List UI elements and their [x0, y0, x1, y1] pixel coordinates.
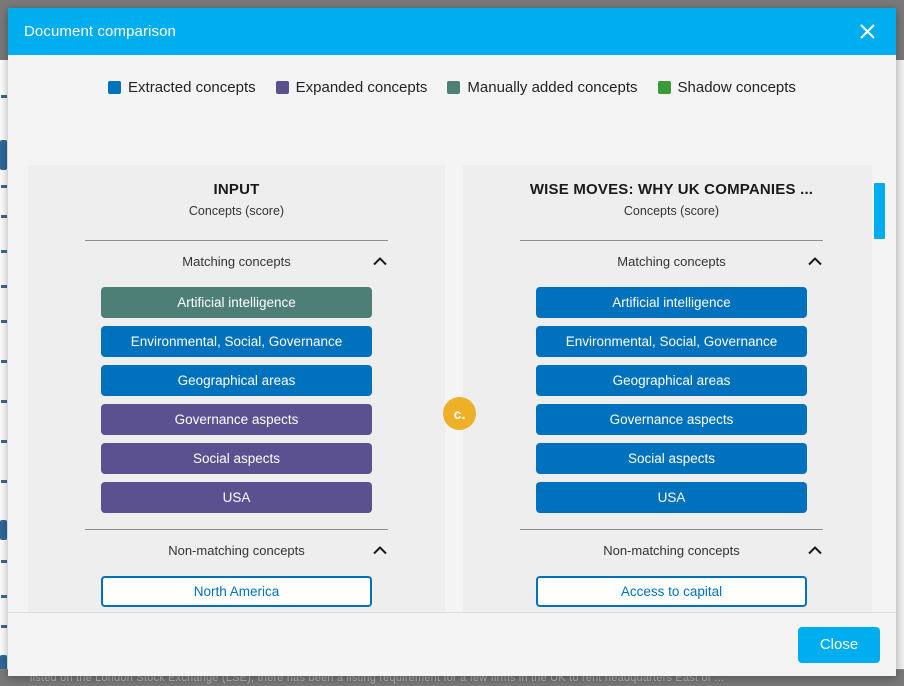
- close-button[interactable]: Close: [798, 627, 880, 663]
- background-text-line: [1, 250, 7, 253]
- section-input-nonmatching-label: Non-matching concepts: [168, 543, 305, 558]
- section-input-matching-label: Matching concepts: [182, 254, 290, 269]
- legend-label-extracted: Extracted concepts: [128, 79, 256, 96]
- panel-document-subtitle: Concepts (score): [481, 204, 862, 218]
- chip-concept[interactable]: Governance aspects: [101, 404, 372, 435]
- chevron-up-icon[interactable]: [807, 542, 823, 558]
- panel-input-title: INPUT: [46, 181, 427, 198]
- chevron-up-icon[interactable]: [807, 253, 823, 269]
- panel-document-title: WISE MOVES: WHY UK COMPANIES ...: [481, 181, 862, 198]
- chips-input-matching: Artificial intelligence Environmental, S…: [46, 281, 427, 513]
- chevron-up-icon[interactable]: [372, 542, 388, 558]
- document-comparison-modal: Document comparison Extracted concepts E…: [8, 8, 896, 676]
- panel-input: INPUT Concepts (score) Matching concepts…: [28, 165, 445, 612]
- section-input-nonmatching-header[interactable]: Non-matching concepts: [85, 530, 388, 570]
- panel-document: WISE MOVES: WHY UK COMPANIES ... Concept…: [463, 165, 880, 612]
- background-document-sidebar: [0, 60, 8, 670]
- background-text-line: [1, 320, 7, 323]
- background-text-line: [1, 360, 7, 363]
- chip-concept[interactable]: Social aspects: [536, 443, 807, 474]
- chip-concept[interactable]: Geographical areas: [101, 365, 372, 396]
- background-text-line: [1, 95, 7, 98]
- scrollbar-thumb[interactable]: [874, 183, 885, 239]
- background-text-line: [1, 625, 7, 628]
- legend-label-manually-added: Manually added concepts: [467, 79, 637, 96]
- background-text-line: [1, 595, 7, 598]
- chips-document-matching: Artificial intelligence Environmental, S…: [481, 281, 862, 513]
- section-input-matching-header[interactable]: Matching concepts: [85, 241, 388, 281]
- chip-concept[interactable]: Artificial intelligence: [536, 287, 807, 318]
- chip-concept[interactable]: USA: [101, 482, 372, 513]
- legend-swatch-shadow: [658, 81, 671, 94]
- chip-concept[interactable]: North America: [101, 576, 372, 607]
- legend-label-expanded: Expanded concepts: [296, 79, 428, 96]
- background-text-line: [0, 140, 7, 170]
- comparison-columns: INPUT Concepts (score) Matching concepts…: [28, 165, 880, 612]
- legend: Extracted concepts Expanded concepts Man…: [8, 55, 896, 113]
- background-text-line: [0, 520, 7, 540]
- chip-concept[interactable]: Environmental, Social, Governance: [536, 326, 807, 357]
- background-text-line: [1, 215, 7, 218]
- modal-title: Document comparison: [24, 23, 176, 40]
- chip-concept[interactable]: Environmental, Social, Governance: [101, 326, 372, 357]
- legend-item-expanded: Expanded concepts: [276, 79, 428, 96]
- panel-input-subtitle: Concepts (score): [46, 204, 427, 218]
- legend-swatch-extracted: [108, 81, 121, 94]
- section-document-nonmatching-header[interactable]: Non-matching concepts: [520, 530, 823, 570]
- modal-footer: Close: [8, 612, 896, 676]
- chips-input-nonmatching: North America: [46, 570, 427, 607]
- annotation-badge-c: c.: [443, 397, 476, 430]
- chip-concept[interactable]: Geographical areas: [536, 365, 807, 396]
- background-text-line: [1, 400, 7, 403]
- chip-concept[interactable]: Governance aspects: [536, 404, 807, 435]
- section-document-matching-label: Matching concepts: [617, 254, 725, 269]
- section-document-matching-header[interactable]: Matching concepts: [520, 241, 823, 281]
- background-text-line: [1, 560, 7, 563]
- background-text-line: [1, 185, 7, 188]
- legend-item-extracted: Extracted concepts: [108, 79, 256, 96]
- chevron-up-icon[interactable]: [372, 253, 388, 269]
- legend-item-manually-added: Manually added concepts: [447, 79, 637, 96]
- legend-label-shadow: Shadow concepts: [678, 79, 796, 96]
- legend-item-shadow: Shadow concepts: [658, 79, 796, 96]
- chip-concept[interactable]: Social aspects: [101, 443, 372, 474]
- chip-concept[interactable]: Access to capital: [536, 576, 807, 607]
- legend-swatch-expanded: [276, 81, 289, 94]
- close-icon[interactable]: [852, 17, 882, 47]
- background-text-line: [0, 655, 7, 670]
- modal-body: Extracted concepts Expanded concepts Man…: [8, 55, 896, 612]
- background-text-line: [1, 285, 7, 288]
- background-text-line: [1, 480, 7, 483]
- section-document-nonmatching-label: Non-matching concepts: [603, 543, 740, 558]
- chips-document-nonmatching: Access to capital: [481, 570, 862, 607]
- chip-concept[interactable]: USA: [536, 482, 807, 513]
- background-text-line: [1, 440, 7, 443]
- modal-header: Document comparison: [8, 8, 896, 55]
- legend-swatch-manually-added: [447, 81, 460, 94]
- chip-concept[interactable]: Artificial intelligence: [101, 287, 372, 318]
